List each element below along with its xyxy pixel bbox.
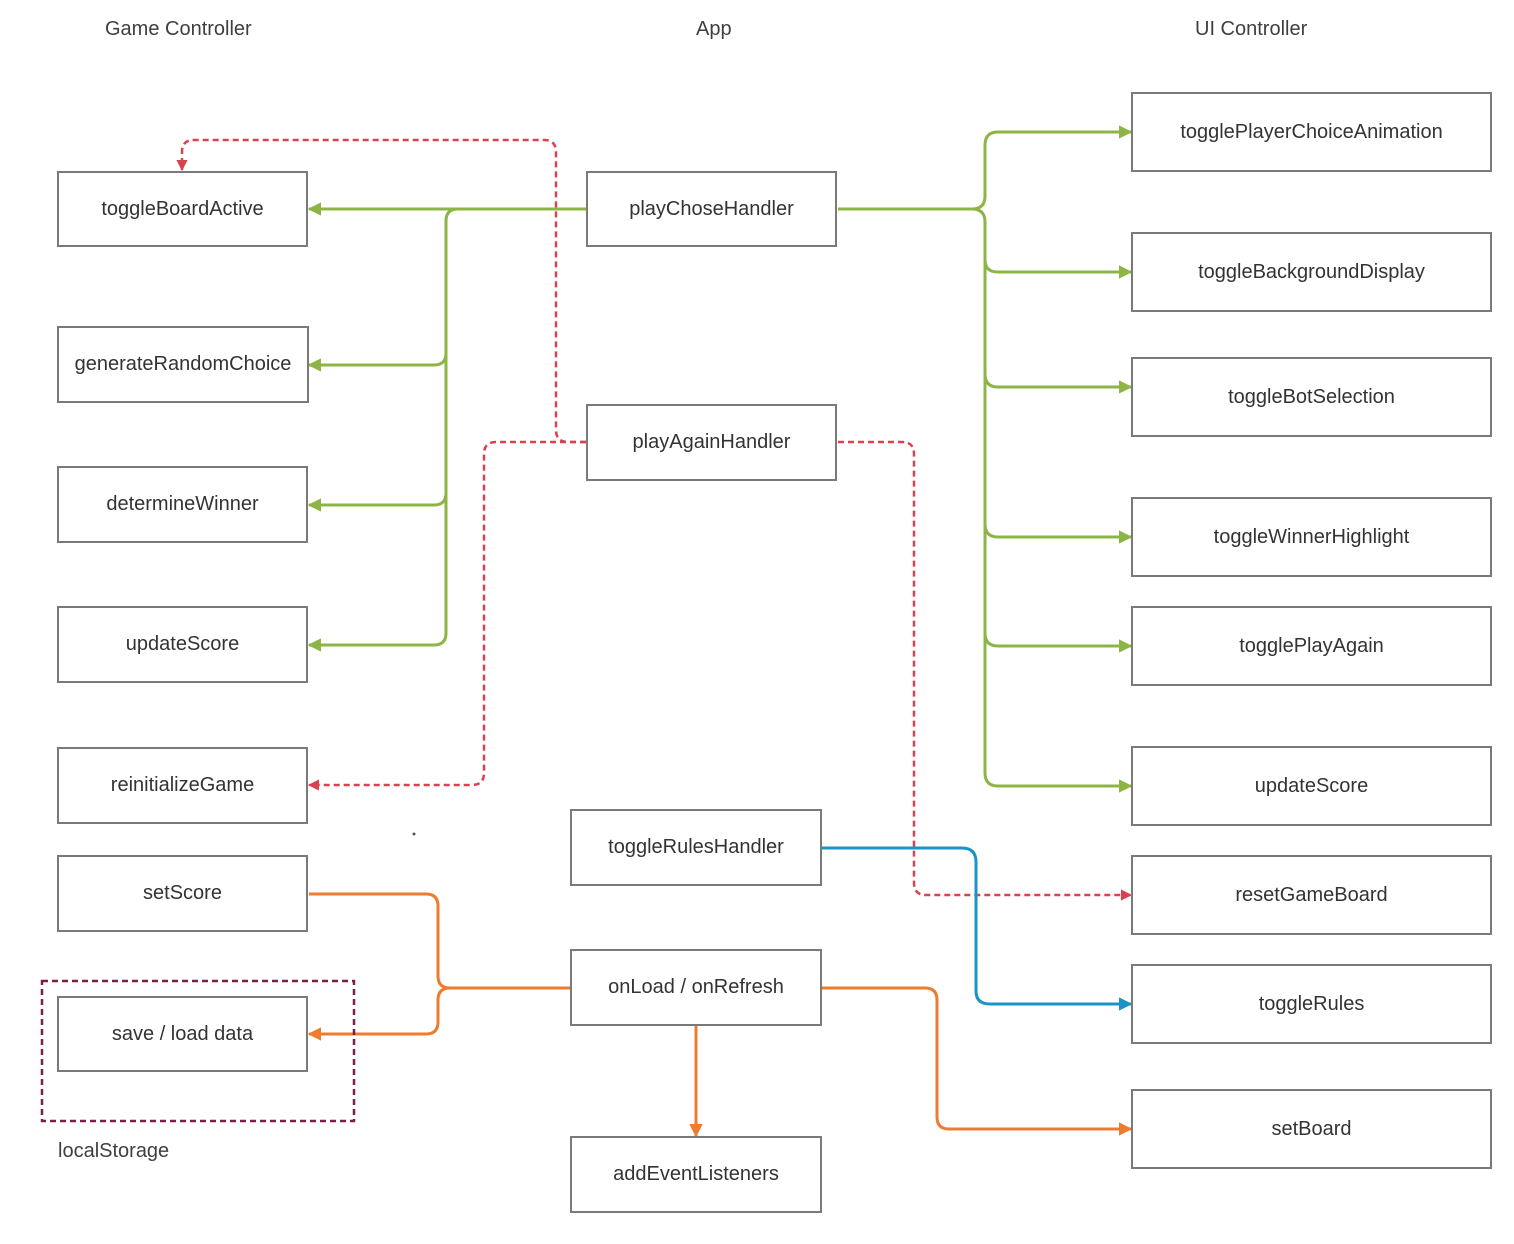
node-onload-onrefresh[interactable]: onLoad / onRefresh [570,949,822,1026]
edge-playchose-generaterandomchoice [307,207,586,372]
edge-playagain-reinitializegame [307,440,586,791]
column-title-game-controller: Game Controller [105,18,252,40]
edge-setscore-onload [309,892,570,990]
node-save-load-data[interactable]: save / load data [57,996,308,1072]
node-add-event-listeners[interactable]: addEventListeners [570,1136,822,1213]
node-reinitialize-game[interactable]: reinitializeGame [57,747,308,824]
node-toggle-rules[interactable]: toggleRules [1131,964,1492,1044]
edge-playchose-togglebotselection [983,260,1133,394]
node-game-update-score[interactable]: updateScore [57,606,308,683]
node-toggle-bot-selection[interactable]: toggleBotSelection [1131,357,1492,437]
edge-playchose-determinewinner [307,353,448,512]
edge-playagain-toggleboardactive [176,138,586,444]
node-generate-random-choice[interactable]: generateRandomChoice [57,326,309,403]
node-ui-update-score[interactable]: updateScore [1131,746,1492,826]
node-toggle-background-display[interactable]: toggleBackgroundDisplay [1131,232,1492,312]
edge-playchose-togglewinnerhighlight [983,374,1133,544]
edge-playchose-ui-updatescore [983,633,1133,793]
edge-togglerules [822,846,1133,1011]
node-toggle-play-again[interactable]: togglePlayAgain [1131,606,1492,686]
edge-playchose-toggleplayerchoiceanimation [838,125,1133,211]
node-toggle-rules-handler[interactable]: toggleRulesHandler [570,809,822,886]
edge-playchose-updatescore [307,493,448,652]
edge-onload-saveload [307,986,570,1041]
column-title-app: App [696,18,732,40]
edge-playchose-toggleplayagain [983,524,1133,653]
node-play-again-handler[interactable]: playAgainHandler [586,404,837,481]
localstorage-label: localStorage [58,1140,170,1162]
edge-playchose-togglebackgrounddisplay [971,207,1133,279]
node-set-board[interactable]: setBoard [1131,1089,1492,1169]
node-set-score[interactable]: setScore [57,855,308,932]
node-toggle-board-active[interactable]: toggleBoardActive [57,171,308,247]
node-toggle-winner-highlight[interactable]: toggleWinnerHighlight [1131,497,1492,577]
edge-onload-setboard [822,986,1133,1136]
node-determine-winner[interactable]: determineWinner [57,466,308,543]
node-reset-game-board[interactable]: resetGameBoard [1131,855,1492,935]
localstorage-group-border [40,979,356,1123]
column-title-ui-controller: UI Controller [1195,18,1308,40]
node-play-chose-handler[interactable]: playChoseHandler [586,171,837,247]
node-toggle-player-choice-animation[interactable]: togglePlayerChoiceAnimation [1131,92,1492,172]
stray-dot [412,832,416,836]
